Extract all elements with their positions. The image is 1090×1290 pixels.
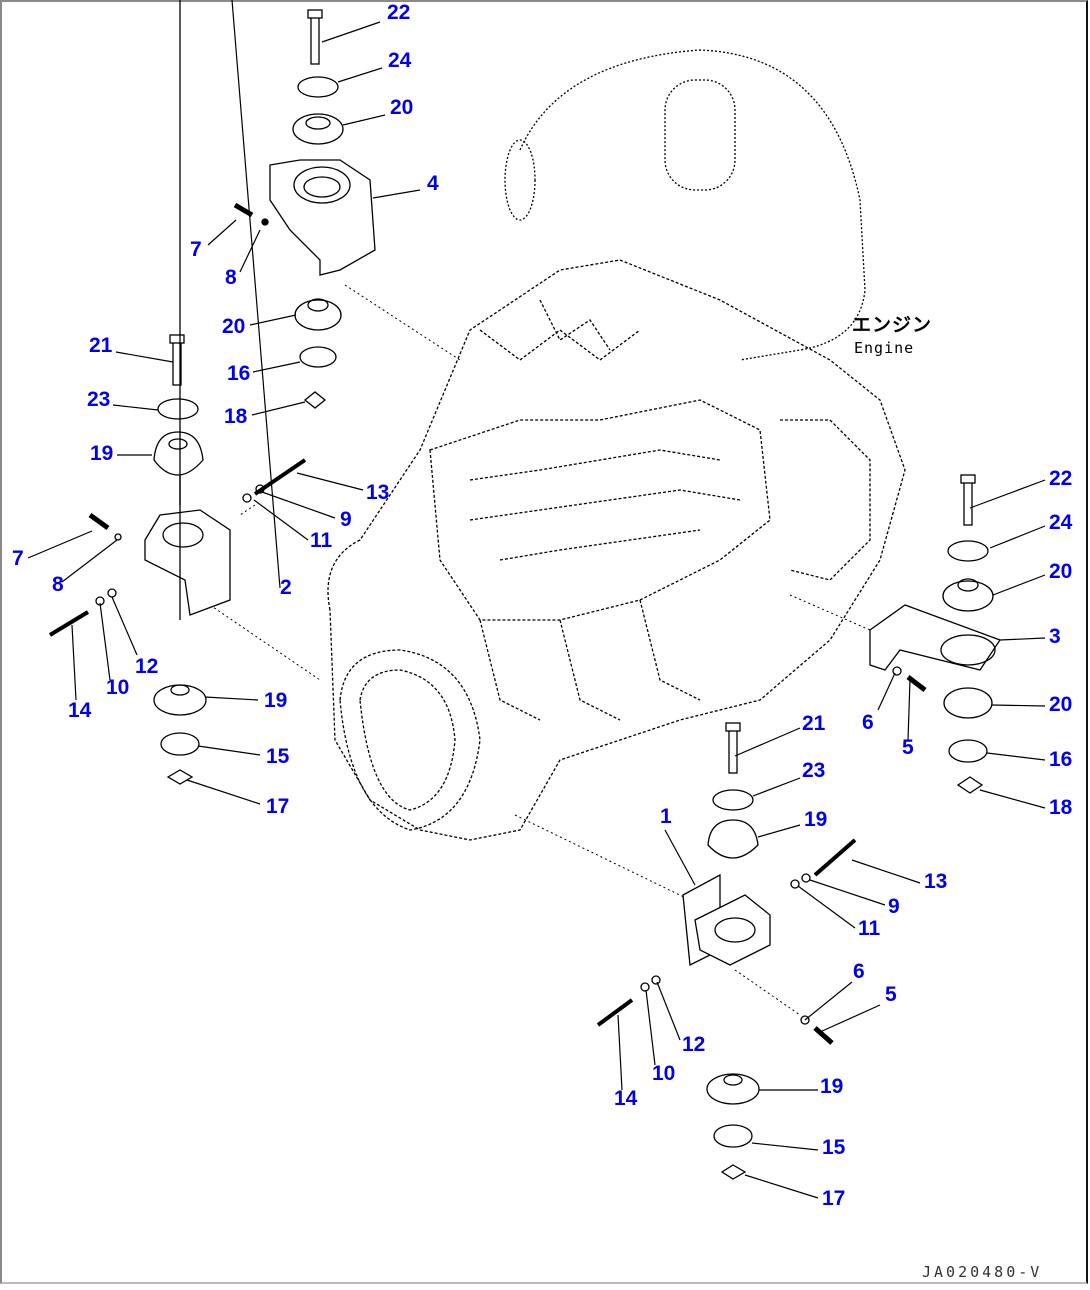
callout-13[interactable]: 13: [924, 870, 948, 893]
callout-11[interactable]: 11: [310, 529, 333, 552]
callout-22[interactable]: 22: [1049, 467, 1073, 490]
callout-23[interactable]: 23: [802, 759, 826, 782]
callout-8[interactable]: 8: [52, 573, 64, 596]
callout-5[interactable]: 5: [885, 983, 897, 1006]
callout-6[interactable]: 6: [853, 960, 865, 983]
callout-14[interactable]: 14: [614, 1087, 638, 1110]
mount-assembly-right: [869, 474, 1001, 794]
drawing-id: JA020480-V: [922, 1263, 1043, 1281]
callout-20[interactable]: 20: [222, 315, 246, 338]
callout-7[interactable]: 7: [190, 238, 202, 261]
callout-18[interactable]: 18: [1049, 796, 1073, 819]
callout-24[interactable]: 24: [388, 49, 412, 72]
callout-9[interactable]: 9: [888, 895, 900, 918]
callout-19[interactable]: 19: [90, 442, 114, 465]
callout-20[interactable]: 20: [390, 96, 414, 119]
callout-21[interactable]: 21: [89, 334, 113, 357]
callout-19[interactable]: 19: [264, 689, 288, 712]
callout-6[interactable]: 6: [862, 711, 874, 734]
callout-18[interactable]: 18: [224, 405, 248, 428]
callout-11[interactable]: 11: [858, 917, 881, 940]
callout-14[interactable]: 14: [68, 699, 92, 722]
callout-20[interactable]: 20: [1049, 693, 1073, 716]
callout-17[interactable]: 17: [266, 795, 290, 818]
callout-16[interactable]: 16: [227, 362, 251, 385]
engine-label-en: Engine: [854, 339, 915, 357]
callout-3[interactable]: 3: [1049, 625, 1061, 648]
callout-23[interactable]: 23: [87, 388, 111, 411]
callout-1[interactable]: 1: [660, 805, 672, 828]
muffler-outline: [504, 49, 866, 361]
callout-10[interactable]: 10: [106, 676, 130, 699]
callout-24[interactable]: 24: [1049, 511, 1073, 534]
engine-block-outline: [327, 259, 906, 841]
callout-15[interactable]: 15: [266, 745, 290, 768]
engine-label-jp: エンジン: [852, 314, 933, 336]
callout-9[interactable]: 9: [340, 508, 352, 531]
callout-13[interactable]: 13: [366, 481, 390, 504]
mount-assembly-left: [48, 0, 307, 785]
callout-5[interactable]: 5: [902, 736, 914, 759]
callout-4[interactable]: 4: [427, 172, 439, 195]
callout-12[interactable]: 12: [682, 1033, 706, 1056]
callout-20[interactable]: 20: [1049, 560, 1073, 583]
callout-leaders: [27, 0, 1046, 1199]
callout-19[interactable]: 19: [804, 808, 828, 831]
callout-8[interactable]: 8: [225, 266, 237, 289]
callout-21[interactable]: 21: [802, 712, 826, 735]
callout-19[interactable]: 19: [820, 1075, 844, 1098]
callout-2[interactable]: 2: [280, 576, 292, 599]
callout-16[interactable]: 16: [1049, 748, 1073, 771]
callout-15[interactable]: 15: [822, 1136, 846, 1159]
mount-lines: [209, 284, 871, 1016]
callout-17[interactable]: 17: [822, 1187, 846, 1210]
callout-10[interactable]: 10: [652, 1062, 676, 1085]
callout-22[interactable]: 22: [387, 1, 411, 24]
callout-7[interactable]: 7: [12, 547, 24, 570]
mount-assembly-top: [233, 9, 376, 409]
callout-12[interactable]: 12: [135, 655, 159, 678]
mount-assembly-bottom: [596, 722, 857, 1180]
